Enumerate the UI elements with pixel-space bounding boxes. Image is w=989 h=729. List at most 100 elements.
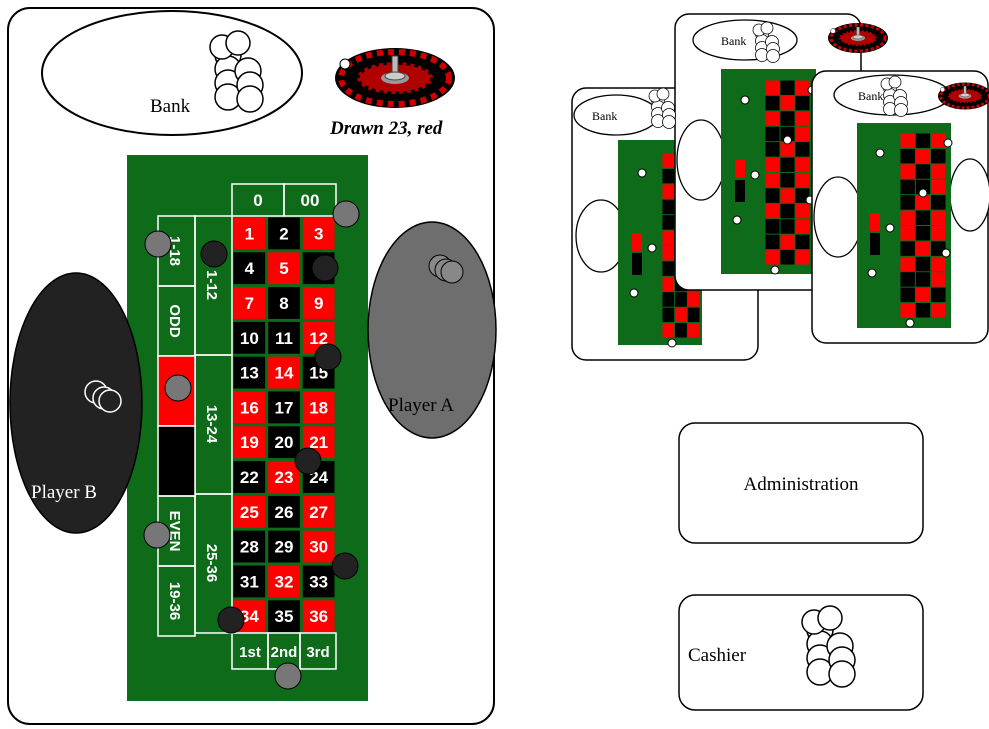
number-label: 5 [279, 259, 288, 278]
mini-number-cell [916, 134, 930, 148]
number-label: 31 [240, 572, 259, 591]
mini-number-cell [663, 169, 675, 183]
mini-number-cell [796, 204, 810, 218]
mini-number-cell [663, 308, 675, 322]
mini-number-cell [931, 288, 945, 302]
dozen-13-24-label: 13-24 [203, 405, 220, 444]
mini-chip [906, 319, 914, 327]
bank-area: Bank [42, 11, 302, 135]
mini-number-cell [901, 272, 915, 286]
mini-number-cell [663, 277, 675, 291]
mini-number-cell [781, 158, 795, 172]
mini-number-cell [931, 257, 945, 271]
number-label: 22 [240, 468, 259, 487]
mini-wheel-icon [828, 23, 888, 53]
mini-number-cell [901, 226, 915, 240]
mini-number-cell [663, 215, 675, 229]
mini-bank-label-1: Bank [592, 109, 617, 123]
mini-number-cell [675, 292, 687, 306]
cashier-label: Cashier [688, 645, 747, 666]
number-label: 18 [309, 398, 328, 417]
mini-number-cell [663, 261, 675, 275]
mini-number-cell [688, 323, 700, 337]
mini-number-cell [796, 158, 810, 172]
mini-number-cell [766, 173, 780, 187]
player-b-label: Player B [31, 482, 97, 503]
mini-chip [630, 289, 638, 297]
mini-black-box [870, 233, 880, 255]
mini-number-cell [781, 173, 795, 187]
mini-black-box [735, 180, 745, 202]
mini-number-cell [901, 211, 915, 225]
mini-black-box [632, 253, 642, 275]
mini-number-cell [663, 200, 675, 214]
mini-number-cell [766, 204, 780, 218]
outside-19-36-label: 19-36 [166, 582, 183, 620]
mini-number-cell [796, 219, 810, 233]
mini-red-box [870, 213, 880, 231]
number-label: 36 [309, 607, 328, 626]
number-label: 30 [309, 538, 328, 557]
number-label: 35 [275, 607, 294, 626]
mini-chip [876, 149, 884, 157]
mini-number-cell [766, 219, 780, 233]
mini-number-cell [901, 241, 915, 255]
drawn-result-label: Drawn 23, red [329, 118, 443, 139]
mini-chip [784, 136, 792, 144]
mini-number-cell [796, 96, 810, 110]
number-label: 9 [314, 294, 323, 313]
mini-number-cell [663, 184, 675, 198]
mini-number-cell [796, 142, 810, 156]
number-label: 3 [314, 224, 323, 243]
number-label: 16 [240, 398, 259, 417]
mini-number-cell [916, 257, 930, 271]
mini-number-cell [916, 226, 930, 240]
mini-number-cell [688, 292, 700, 306]
mini-number-cell [781, 111, 795, 125]
mini-number-cell [663, 292, 675, 306]
mini-number-cell [766, 96, 780, 110]
mini-number-cell [916, 303, 930, 317]
number-label: 23 [275, 468, 294, 487]
mini-number-cell [781, 235, 795, 249]
number-label: 8 [279, 294, 288, 313]
mini-number-cell [781, 188, 795, 202]
mini-number-cell [781, 250, 795, 264]
number-label: 2 [279, 224, 288, 243]
mini-number-cell [663, 231, 675, 245]
dozen-1-12-label: 1-12 [203, 270, 220, 300]
outside-odd-label: ODD [166, 304, 183, 338]
mini-number-cell [688, 308, 700, 322]
mini-number-cell [901, 180, 915, 194]
number-label: 19 [240, 433, 259, 452]
mini-chip [751, 171, 759, 179]
mini-number-cell [931, 303, 945, 317]
administration-panel: Administration [679, 423, 923, 543]
mini-chip [733, 216, 741, 224]
mini-number-cell [901, 257, 915, 271]
player-a-label: Player A [388, 395, 454, 416]
mini-number-cell [796, 235, 810, 249]
mini-number-cell [916, 272, 930, 286]
mini-number-cell [796, 173, 810, 187]
mini-chip [919, 189, 927, 197]
mini-number-cell [766, 235, 780, 249]
number-label: 29 [275, 538, 294, 557]
mini-number-cell [766, 81, 780, 95]
mini-number-cell [766, 158, 780, 172]
mini-number-cell [931, 226, 945, 240]
player-b-area: Player B [10, 273, 142, 533]
mini-number-cell [675, 323, 687, 337]
mini-number-cell [916, 164, 930, 178]
mini-number-cell [781, 219, 795, 233]
mini-number-cell [916, 241, 930, 255]
mini-number-cell [931, 211, 945, 225]
mini-number-cell [766, 250, 780, 264]
mini-chip [741, 96, 749, 104]
mini-bank-label-2: Bank [721, 34, 746, 48]
main-table-panel: Bank Drawn 23, red 0 00 1234567891011121… [8, 8, 496, 724]
column-3rd-label: 3rd [306, 644, 329, 661]
dozen-25-36-label: 25-36 [203, 544, 220, 582]
mini-number-cell [766, 188, 780, 202]
